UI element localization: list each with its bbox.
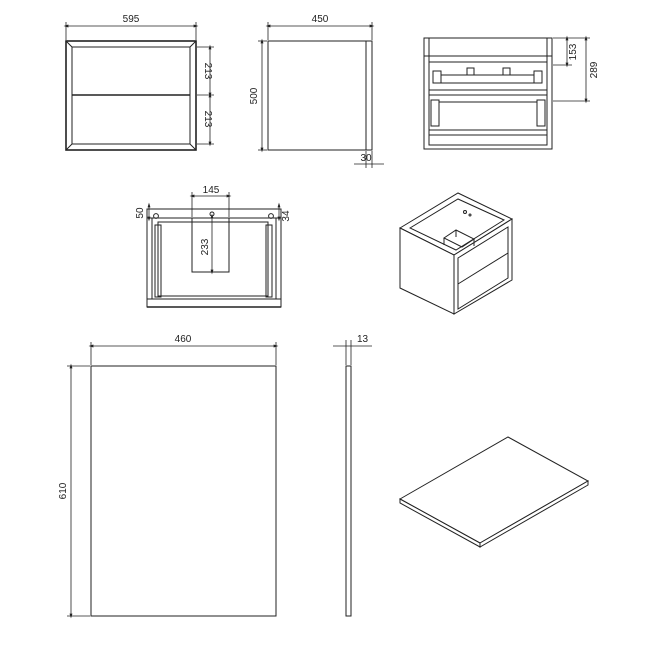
back-top-label: 153 (568, 43, 579, 60)
panel-edge (345, 365, 352, 617)
side-edge-label: 30 (360, 153, 372, 164)
top-outer (146, 208, 282, 308)
panel-side-view: 13 (333, 334, 372, 617)
top-view: 145 233 50 34 (135, 185, 292, 308)
front-width-label: 595 (123, 14, 140, 25)
back-total-label: 289 (589, 61, 600, 78)
cabinet-front (453, 218, 513, 315)
front-drawer-bottom-label: 213 (202, 111, 213, 128)
top-left-label: 50 (135, 207, 146, 219)
slab-top (398, 436, 590, 544)
side-depth-label: 450 (312, 14, 329, 25)
cabinet-isometric (398, 192, 514, 315)
front-outer-frame (65, 40, 197, 151)
side-body (267, 40, 373, 151)
slab-front (479, 480, 589, 548)
front-view: 595 213 213 (63, 14, 214, 151)
top-depth-label: 233 (200, 238, 211, 255)
back-outer (423, 37, 553, 150)
slab-isometric (398, 436, 590, 548)
side-view: 450 500 30 (249, 14, 384, 168)
panel-thickness-label: 13 (357, 334, 369, 345)
panel-rect (90, 365, 277, 617)
panel-front-view: 460 610 (58, 334, 279, 619)
top-right-label: 34 (281, 210, 292, 222)
front-drawer-top-label: 213 (202, 63, 213, 80)
panel-height-label: 610 (58, 482, 69, 499)
panel-width-label: 460 (175, 334, 192, 345)
side-height-label: 500 (249, 87, 260, 104)
back-view: 153 289 (423, 35, 600, 150)
top-center-label: 145 (203, 185, 220, 196)
